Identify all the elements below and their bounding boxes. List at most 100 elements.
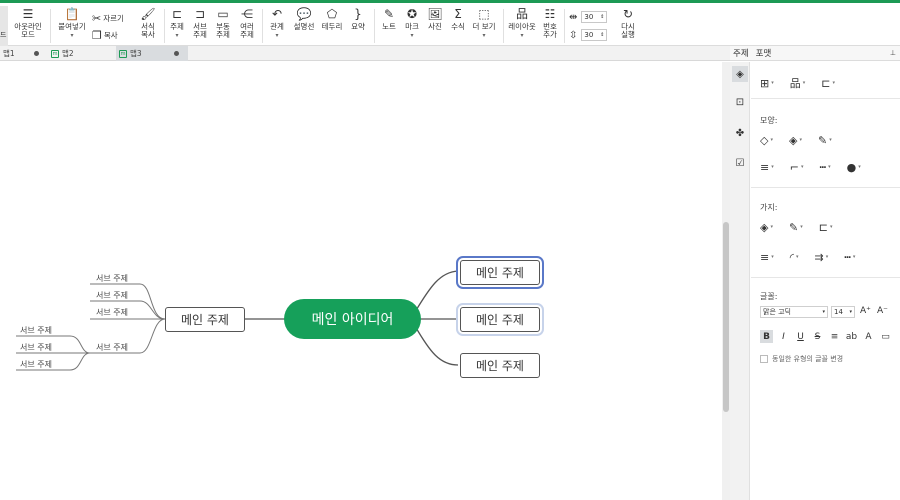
sub-subtopic-node[interactable]: 서브 주제	[20, 326, 52, 335]
relation-button[interactable]: ↶ 관계 ▾	[270, 7, 284, 39]
note-button[interactable]: ✎ 노트	[382, 7, 396, 31]
numbering-button[interactable]: ☷ 번호 추가	[543, 7, 557, 39]
highlight-button[interactable]: ab	[845, 330, 858, 343]
subtopic-node[interactable]: 서브 주제	[96, 274, 128, 283]
subtopic-node[interactable]: 서브 주제	[96, 308, 128, 317]
mark-button[interactable]: ✪ 마크 ▾	[405, 7, 419, 39]
italic-icon: I	[782, 331, 785, 342]
dash-dropdown[interactable]: ┅▾	[819, 160, 830, 174]
subtopic-button[interactable]: ⊐ 서브 주제	[193, 7, 207, 39]
connector-dropdown[interactable]: ⊏▾	[821, 76, 835, 90]
close-dot-icon[interactable]	[34, 51, 39, 56]
line-weight-dropdown[interactable]: ≡▾	[760, 160, 774, 174]
chevron-down-icon: ▾	[482, 32, 486, 39]
task-panel-button[interactable]: ☑	[732, 155, 748, 171]
border-color-dropdown[interactable]: ✎▾	[818, 133, 832, 147]
checkbox-box[interactable]	[760, 355, 768, 363]
tab-topic[interactable]: 주제	[733, 49, 749, 59]
scrollbar-thumb[interactable]	[723, 222, 729, 412]
vertical-scrollbar[interactable]	[722, 62, 730, 500]
tab-map2[interactable]: m 맵2	[51, 49, 74, 58]
text-box-button[interactable]: ▭	[879, 330, 892, 343]
pin-icon[interactable]: ⊥	[889, 49, 896, 57]
format-panel-button[interactable]: ◈	[732, 66, 748, 82]
structure-dropdown[interactable]: 品▾	[790, 76, 806, 90]
branch-connector-dropdown[interactable]: ⊏▾	[819, 220, 833, 234]
image-button[interactable]: 🖼 사진	[427, 7, 443, 31]
multi-topic-icon: ⋲	[241, 7, 253, 21]
right-main-topic-node-2[interactable]: 메인 주제	[456, 303, 544, 336]
branch-style-dropdown[interactable]: ◜▾	[790, 250, 799, 264]
redo-button[interactable]: ↻ 다시 실행	[621, 7, 635, 39]
align-button[interactable]: ≡	[828, 330, 841, 343]
shadow-dropdown[interactable]: ●▾	[847, 160, 861, 174]
multi-topic-button[interactable]: ⋲ 여러 주제	[240, 7, 254, 39]
style-panel-button[interactable]: ⊡	[732, 94, 748, 110]
outline-mode-button[interactable]: ☰ 아웃라인 모드	[14, 7, 42, 39]
outline-icon: ☰	[22, 7, 34, 21]
summary-button[interactable]: } 요약	[351, 7, 365, 31]
font-shrink-button[interactable]: A⁻	[877, 306, 888, 316]
tab-format[interactable]: 포맷	[755, 49, 772, 59]
tab-map1[interactable]: 맵1	[0, 46, 44, 61]
strikethrough-button[interactable]: S	[811, 330, 824, 343]
shape-section-label: 모양:	[760, 116, 778, 125]
vertical-spacing-stepper[interactable]: ⇳ 30⇕	[569, 29, 608, 41]
bold-icon: B	[763, 331, 770, 342]
more-button[interactable]: ⬚ 더 보기 ▾	[472, 7, 496, 39]
font-grow-button[interactable]: A⁺	[860, 306, 871, 316]
stepper-arrows-icon: ⇕	[600, 14, 605, 20]
more-icon: ⬚	[478, 7, 490, 21]
right-main-topic-node-3[interactable]: 메인 주제	[460, 353, 540, 378]
mode-button-cut[interactable]: 드	[0, 6, 8, 46]
branch-weight-dropdown[interactable]: ≡▾	[760, 250, 774, 264]
format-copy-button[interactable]: 🖌 서식 복사	[140, 7, 156, 39]
left-main-topic-node[interactable]: 메인 주제	[165, 307, 245, 332]
tab-map3[interactable]: m 맵3	[116, 46, 188, 61]
shape-dropdown[interactable]: ◇▾	[760, 133, 773, 147]
divider	[503, 9, 504, 43]
cut-button[interactable]: ✂ 자르기	[92, 12, 124, 25]
branch-fill-dropdown[interactable]: ◈▾	[760, 220, 773, 234]
topic-button[interactable]: ⊏ 주제 ▾	[170, 7, 184, 39]
corner-dropdown[interactable]: ⌐▾	[790, 160, 804, 174]
paste-button[interactable]: 📋 붙여넣기 ▾	[58, 7, 86, 39]
theme-panel-button[interactable]: ✤	[732, 125, 748, 141]
subtopic-node[interactable]: 서브 주제	[96, 343, 128, 352]
formula-button[interactable]: Σ 수식	[451, 7, 465, 31]
callout-button[interactable]: 💬 설명선	[293, 7, 315, 31]
callout-icon: 💬	[296, 7, 312, 21]
italic-button[interactable]: I	[777, 330, 790, 343]
divider	[751, 187, 900, 188]
dash-line-icon: ┅	[819, 160, 827, 174]
subtopic-node[interactable]: 서브 주제	[96, 291, 128, 300]
same-type-font-checkbox[interactable]: 동일한 유형의 글꼴 변경	[760, 354, 843, 364]
bold-button[interactable]: B	[760, 330, 773, 343]
horizontal-spacing-stepper[interactable]: ⇹ 30⇕	[569, 11, 608, 23]
branch-arrow-dropdown[interactable]: ⇉▾	[815, 250, 829, 264]
main-idea-node[interactable]: 메인 아이디어	[284, 299, 421, 339]
line-weight-icon: ≡	[760, 250, 770, 264]
copy-button[interactable]: ❐ 복사	[92, 29, 118, 42]
font-color-button[interactable]: A	[862, 330, 875, 343]
layout-button[interactable]: 品 레이아웃 ▾	[508, 7, 536, 39]
branch-color-dropdown[interactable]: ✎▾	[789, 220, 803, 234]
branch-dash-dropdown[interactable]: ┅▾	[844, 250, 855, 264]
mindmap-canvas[interactable]: 메인 아이디어 메인 주제 메인 주제 메인 주제 메인 주제 서브 주제 서브…	[0, 62, 722, 500]
font-family-select[interactable]: 맑은 고딕▾	[760, 306, 828, 318]
topic-icon: ⊏	[171, 7, 183, 21]
boundary-button[interactable]: ⬠ 테두리	[321, 7, 343, 31]
floating-topic-button[interactable]: ▭ 부동 주제	[216, 7, 230, 39]
org-chart-icon: 品	[789, 77, 801, 90]
sub-subtopic-node[interactable]: 서브 주제	[20, 343, 52, 352]
underline-button[interactable]: U	[794, 330, 807, 343]
redo-icon: ↻	[622, 7, 634, 21]
close-dot-icon[interactable]	[174, 51, 179, 56]
clipboard-icon: 📋	[64, 7, 80, 21]
connector-lines	[16, 270, 459, 371]
layout-grid-dropdown[interactable]: ⊞▾	[760, 76, 774, 90]
fill-color-dropdown[interactable]: ◈▾	[789, 133, 802, 147]
font-size-select[interactable]: 14▾	[831, 306, 855, 318]
right-main-topic-node-1[interactable]: 메인 주제	[456, 256, 544, 289]
sub-subtopic-node[interactable]: 서브 주제	[20, 360, 52, 369]
